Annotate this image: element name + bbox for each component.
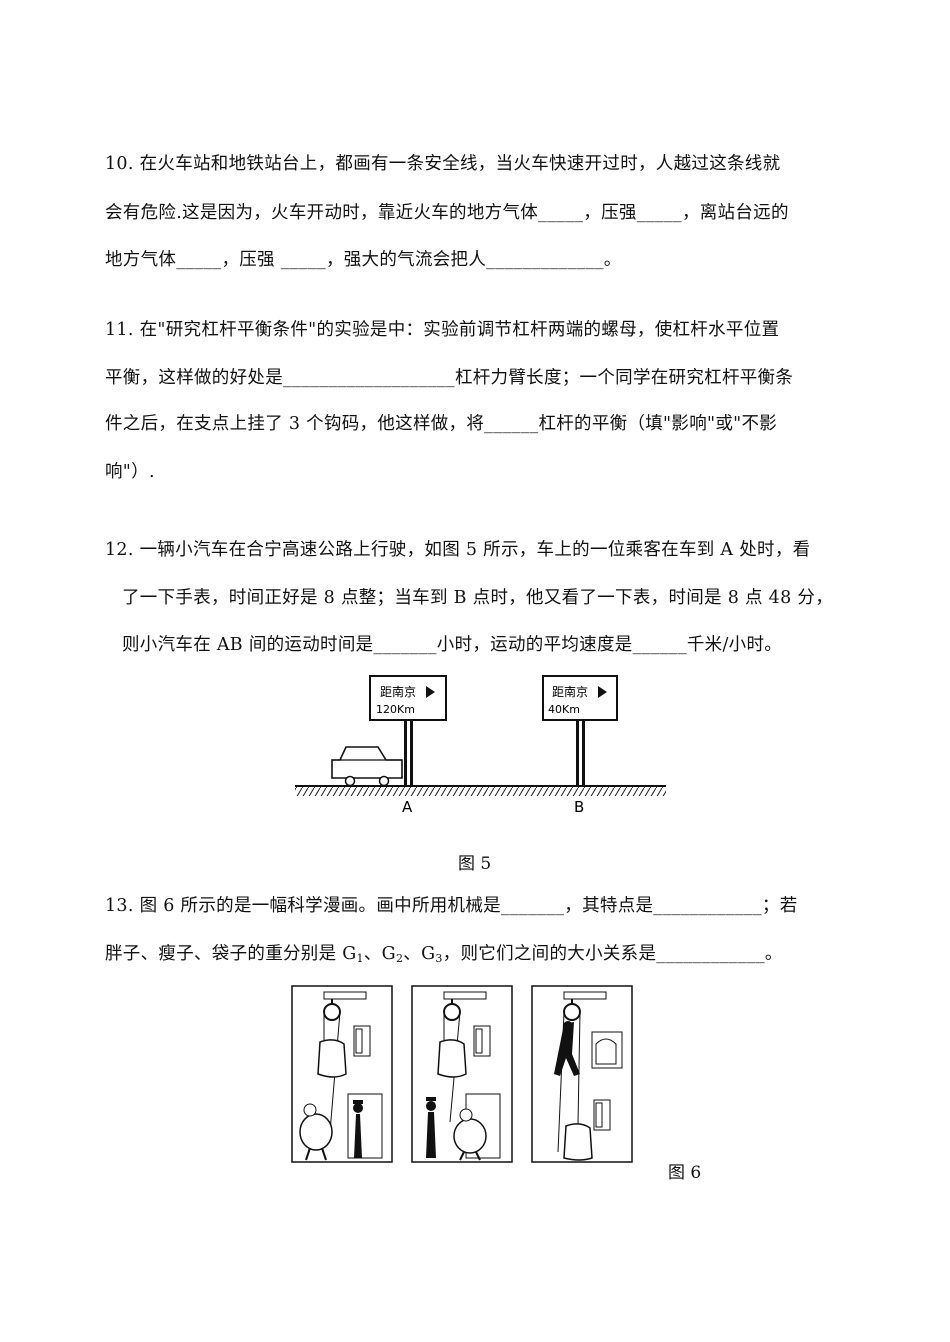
q11-line-1: 11. 在"研究杠杆平衡条件"的实验是中：实验前调节杠杆两端的螺母，使杠杆水平位… [105,320,780,340]
point-b-label: B [574,798,584,816]
ground-hatch [295,787,666,796]
q10-line-3: 地方气体_____，压强 _____，强大的气流会把人_____________… [105,250,622,270]
sign-b-name: 距南京 [552,684,588,699]
comic-panel-2 [411,985,513,1163]
figure-5-caption: 图 5 [458,854,492,874]
bag-icon [437,1039,467,1078]
q10-line-2: 会有危险.这是因为，火车开动时，靠近火车的地方气体_____，压强_____，离… [105,203,789,223]
q13-line-2: 胖子、瘦子、袋子的重分别是 G1、G2、G3，则它们之间的大小关系是______… [105,940,783,965]
q11-line-2: 平衡，这样做的好处是___________________杠杆力臂长度；一个同学… [105,368,794,388]
car-icon [331,746,403,787]
arrow-right-icon [598,686,607,698]
sign-a-distance: 120Km [376,703,415,716]
q13-sep-2: 、G [403,944,436,964]
pulley-icon [563,1003,581,1021]
q12-line-2: 了一下手表，时间正好是 8 点整；当车到 B 点时，他又看了一下表，时间是 8 … [122,588,833,608]
q13-line-2-post: ，则它们之间的大小关系是____________。 [442,944,783,964]
thin-man-icon [426,1112,436,1158]
q13-sep-1: 、G [363,944,396,964]
bag-icon [317,1039,347,1078]
comic-panel-1 [291,985,393,1163]
q11-line-4: 响"）. [105,462,155,482]
figure-5: 距南京 120Km 距南京 40Km A B [295,675,666,816]
g2-subscript: 2 [395,952,404,965]
q12-line-1: 12. 一辆小汽车在合宁高速公路上行驶，如图 5 所示，车上的一位乘客在车到 A… [105,540,811,560]
q12-line-3: 则小汽车在 AB 间的运动时间是_______小时，运动的平均速度是______… [122,635,783,655]
fat-man-icon [299,1113,333,1151]
pulley-icon [443,1003,461,1021]
figure-6-caption: 图 6 [668,1163,702,1183]
arrow-right-icon [426,686,435,698]
thin-man-icon [354,1114,362,1158]
pulley-icon [323,1003,341,1021]
fat-man-window-icon [595,1038,617,1065]
thin-man-icon [554,1022,580,1076]
q13-line-2-pre: 胖子、瘦子、袋子的重分别是 G [105,944,357,964]
comic-panel-3 [531,985,633,1163]
q11-line-3: 件之后，在支点上挂了 3 个钩码，他这样做，将______杠杆的平衡（填"影响"… [105,414,778,434]
sign-a-name: 距南京 [380,684,416,699]
sign-b-distance: 40Km [548,703,580,716]
figure-6 [291,985,633,1163]
q13-line-1: 13. 图 6 所示的是一幅科学漫画。画中所用机械是_______，其特点是__… [105,896,798,916]
sign-a: 距南京 120Km [369,675,447,786]
point-a-label: A [402,798,413,816]
q10-line-1: 10. 在火车站和地铁站台上，都画有一条安全线，当火车快速开过时，人越过这条线就 [105,154,781,174]
fat-man-icon [453,1118,487,1154]
g3-subscript: 3 [435,952,443,965]
g1-subscript: 1 [356,952,364,965]
sign-b: 距南京 40Km [542,675,618,786]
bag-icon [563,1123,593,1161]
